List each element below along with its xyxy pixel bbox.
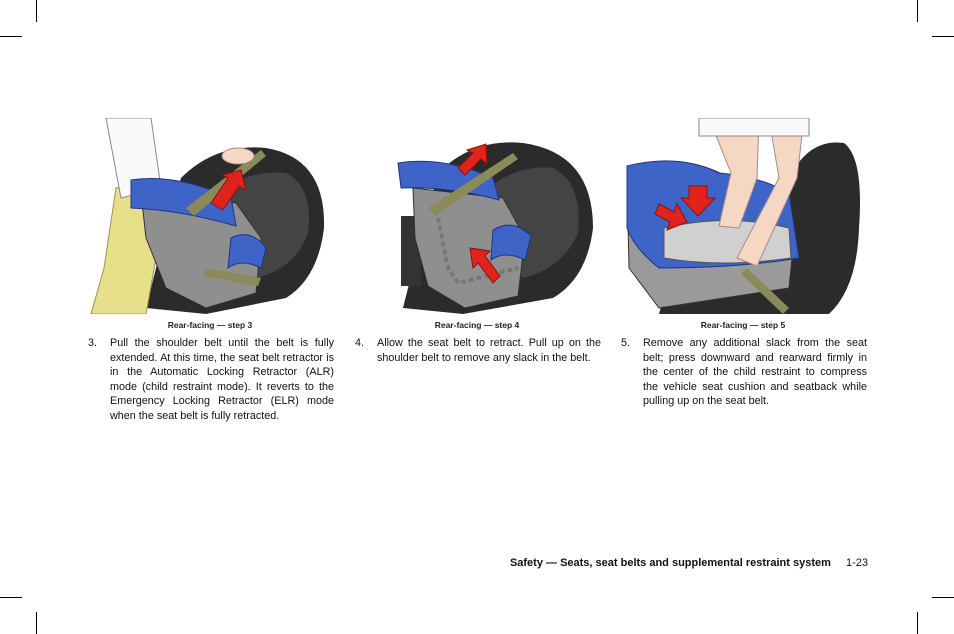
child-seat-step-5-illustration (626, 118, 860, 314)
figure-caption: Rear-facing — step 4 (434, 320, 520, 330)
step-number: 5. (621, 337, 631, 349)
child-seat-step-3-illustration (90, 118, 325, 314)
step-text: Remove any additional slack from the sea… (643, 337, 867, 407)
figure-caption: Rear-facing — step 3 (167, 320, 253, 330)
step-instruction: 4. Allow the seat belt to retract. Pull … (353, 336, 601, 365)
crop-mark (36, 612, 37, 634)
crop-mark (36, 0, 37, 22)
step-instruction: 5. Remove any additional slack from the … (619, 336, 867, 409)
page-footer: Safety — Seats, seat belts and supplemen… (510, 557, 868, 569)
crop-mark (932, 597, 954, 598)
step-number: 4. (355, 337, 365, 349)
crop-mark (0, 36, 22, 37)
step-text: Pull the shoulder belt until the belt is… (110, 337, 334, 422)
step-text: Allow the seat belt to retract. Pull up … (377, 337, 601, 364)
step-instruction: 3. Pull the shoulder belt until the belt… (86, 336, 334, 423)
figure-column-step-3: Rear-facing — step 3 3. Pull the shoulde… (86, 118, 334, 423)
page-number: 1-23 (845, 557, 868, 569)
crop-mark (917, 612, 918, 634)
step-number: 3. (88, 337, 98, 349)
figure-caption: Rear-facing — step 5 (700, 320, 786, 330)
crop-mark (0, 597, 22, 598)
crop-mark (932, 36, 954, 37)
crop-mark (917, 0, 918, 22)
figure-column-step-4: Rear-facing — step 4 4. Allow the seat b… (353, 118, 601, 365)
child-seat-step-4-illustration (397, 142, 593, 314)
figure-column-step-5: Rear-facing — step 5 5. Remove any addit… (619, 118, 867, 409)
section-title: Safety — Seats, seat belts and supplemen… (509, 557, 831, 569)
